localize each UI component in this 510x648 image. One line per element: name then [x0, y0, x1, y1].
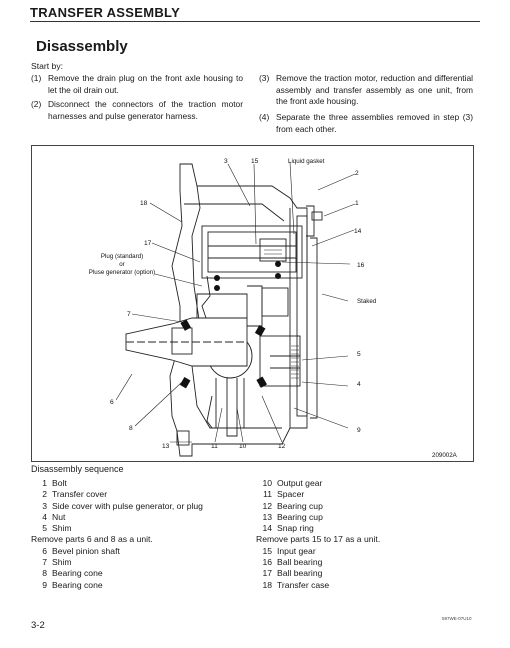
plug-label-line1: Plug (standard): [101, 253, 143, 260]
step-number: (3): [259, 73, 270, 83]
callout-3: 3: [224, 158, 228, 165]
step-text: Disconnect the connectors of the tractio…: [48, 99, 243, 121]
header-rule: [30, 21, 480, 22]
housing-outline: [169, 163, 323, 457]
callout-9: 9: [357, 427, 361, 434]
callout-12: 12: [278, 443, 286, 450]
callout-1: 1: [355, 200, 359, 207]
section-header: TRANSFER ASSEMBLY: [30, 5, 181, 20]
bevel-pinion-shaft: [125, 317, 248, 367]
gear-teeth: [264, 245, 299, 379]
plug-label-line2: or: [119, 261, 125, 268]
leader-lines: [115, 161, 356, 443]
step-number: (2): [31, 99, 42, 109]
figure-id: 209002A: [432, 452, 458, 459]
step-3: (3) Remove the traction motor, reduction…: [259, 73, 473, 108]
document-code: 597WE-07U10: [442, 616, 472, 621]
callout-16: 16: [357, 262, 365, 269]
figure-labels: Liquid gasket Staked Plug (standard) or …: [89, 158, 458, 459]
page-title: Disassembly: [36, 38, 128, 55]
callout-14: 14: [354, 228, 362, 235]
plug-label-line3: Pluse generator (option): [89, 269, 155, 276]
sequence-note: Remove parts 15 to 17 as a unit.: [256, 534, 381, 545]
transfer-cross-section-drawing: 3 15 1 2 4 5 6 7 8 9 10 11 12 13 14 16 1…: [89, 158, 458, 459]
callout-6: 6: [110, 399, 114, 406]
callout-13: 13: [162, 443, 170, 450]
page-number: 3-2: [31, 620, 45, 631]
callout-7: 7: [127, 311, 131, 318]
step-4: (4) Separate the three assemblies remove…: [259, 112, 473, 135]
step-number: (1): [31, 73, 42, 83]
sequence-note: Remove parts 6 and 8 as a unit.: [31, 534, 153, 545]
bearing-rollers: [179, 261, 281, 389]
callout-11: 11: [211, 443, 218, 450]
callout-10: 10: [239, 443, 247, 450]
callout-8: 8: [129, 425, 133, 432]
liquid-gasket-label: Liquid gasket: [288, 158, 325, 165]
step-number: (4): [259, 112, 270, 122]
sequence-title: Disassembly sequence: [31, 464, 124, 474]
step-1: (1) Remove the drain plug on the front a…: [31, 73, 243, 96]
callout-4: 4: [357, 381, 361, 388]
callout-numbers: 3 15 1 2 4 5 6 7 8 9 10 11 12 13 14 16 1…: [110, 158, 365, 450]
staked-label: Staked: [357, 298, 377, 305]
step-text: Remove the drain plug on the front axle …: [48, 73, 243, 95]
callout-5: 5: [357, 351, 361, 358]
transfer-assembly-figure: 3 15 1 2 4 5 6 7 8 9 10 11 12 13 14 16 1…: [31, 145, 474, 462]
start-by-label: Start by:: [31, 61, 63, 71]
step-text: Separate the three assemblies removed in…: [276, 112, 473, 134]
callout-15: 15: [251, 158, 259, 165]
step-2: (2) Disconnect the connectors of the tra…: [31, 99, 243, 122]
callout-2: 2: [355, 170, 359, 177]
callout-17: 17: [144, 240, 152, 247]
callout-18: 18: [140, 200, 148, 207]
step-text: Remove the traction motor, reduction and…: [276, 73, 473, 107]
